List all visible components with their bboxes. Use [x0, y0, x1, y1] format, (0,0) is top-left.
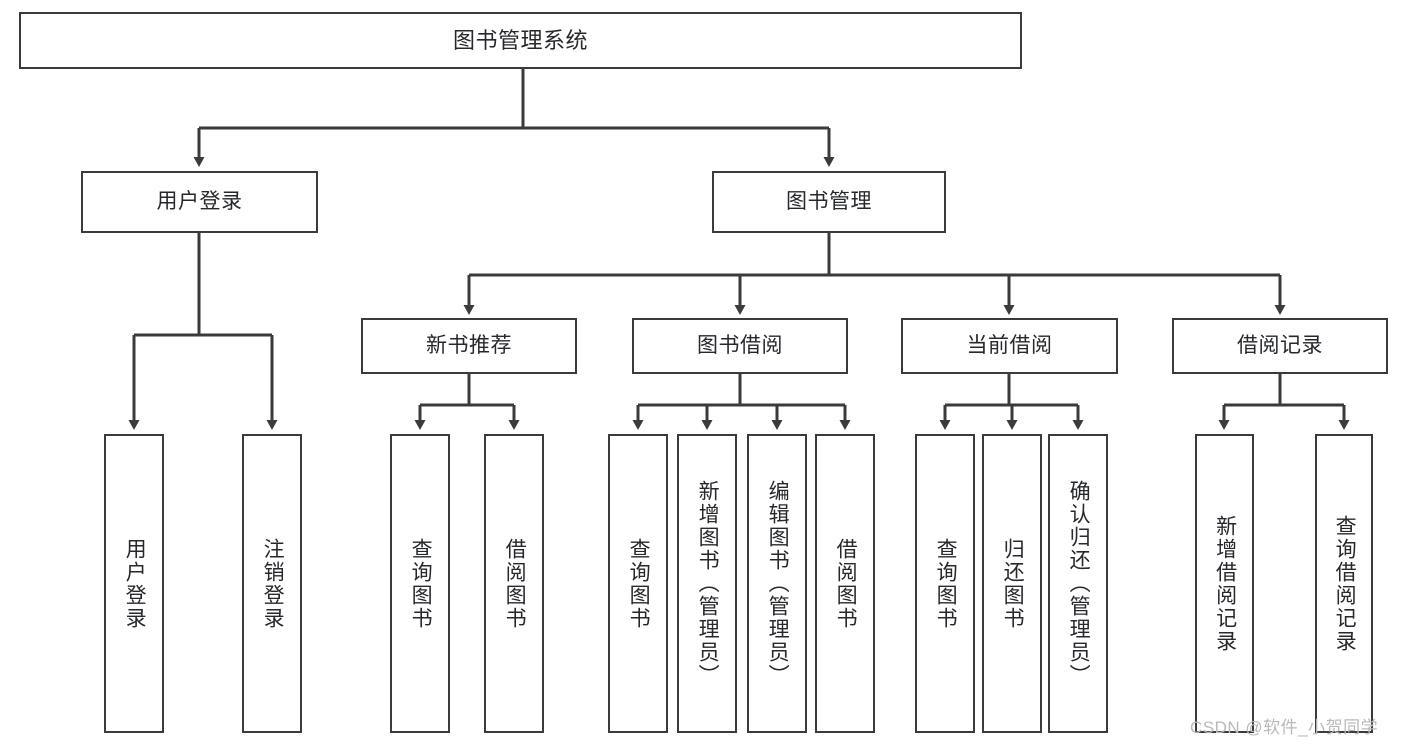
node-book-manage[interactable]: 图书管理: [712, 171, 946, 233]
leaf-query-book-3[interactable]: 查询图书: [915, 434, 975, 733]
node-current-borrow[interactable]: 当前借阅: [901, 318, 1118, 374]
leaf-add-book[interactable]: 新增图书（管理员）: [677, 434, 737, 733]
node-borrow[interactable]: 图书借阅: [632, 318, 848, 374]
leaf-confirm-return[interactable]: 确认归还（管理员）: [1048, 434, 1108, 733]
leaf-user-login[interactable]: 用户登录: [104, 434, 164, 733]
leaf-borrow-book-2[interactable]: 借阅图书: [815, 434, 875, 733]
leaf-query-record-label: 查询借阅记录: [1333, 514, 1357, 653]
leaf-borrow-book-1-label: 借阅图书: [503, 537, 527, 630]
leaf-add-record[interactable]: 新增借阅记录: [1195, 434, 1254, 733]
node-borrow-label: 图书借阅: [697, 333, 783, 357]
leaf-user-login-label: 用户登录: [123, 537, 147, 630]
leaf-edit-book-label: 编辑图书（管理员）: [766, 480, 790, 687]
leaf-add-book-label: 新增图书（管理员）: [696, 480, 720, 687]
leaf-edit-book[interactable]: 编辑图书（管理员）: [747, 434, 807, 733]
leaf-return-book-label: 归还图书: [1001, 537, 1025, 630]
node-root[interactable]: 图书管理系统: [19, 12, 1022, 69]
leaf-logout-label: 注销登录: [261, 537, 285, 630]
leaf-logout[interactable]: 注销登录: [242, 434, 302, 733]
leaf-query-book-2-label: 查询图书: [627, 537, 651, 630]
leaf-query-book-2[interactable]: 查询图书: [608, 434, 668, 733]
leaf-borrow-book-2-label: 借阅图书: [834, 537, 858, 630]
leaf-confirm-return-label: 确认归还（管理员）: [1067, 480, 1091, 687]
node-user-login-label: 用户登录: [156, 189, 243, 213]
node-new-book[interactable]: 新书推荐: [361, 318, 577, 374]
node-borrow-record[interactable]: 借阅记录: [1172, 318, 1388, 374]
leaf-query-book-1-label: 查询图书: [409, 537, 433, 630]
leaf-query-book-3-label: 查询图书: [934, 537, 958, 630]
node-current-borrow-label: 当前借阅: [966, 333, 1053, 357]
leaf-add-record-label: 新增借阅记录: [1213, 514, 1237, 653]
csdn-watermark: CSDN @软件_小贺同学: [1190, 718, 1379, 737]
node-user-login[interactable]: 用户登录: [81, 171, 318, 233]
node-book-manage-label: 图书管理: [786, 189, 872, 213]
node-borrow-record-label: 借阅记录: [1237, 333, 1323, 357]
leaf-query-record[interactable]: 查询借阅记录: [1315, 434, 1373, 733]
node-new-book-label: 新书推荐: [426, 333, 512, 357]
leaf-return-book[interactable]: 归还图书: [982, 434, 1042, 733]
leaf-borrow-book-1[interactable]: 借阅图书: [484, 434, 544, 733]
leaf-query-book-1[interactable]: 查询图书: [390, 434, 450, 733]
node-root-label: 图书管理系统: [452, 27, 588, 53]
